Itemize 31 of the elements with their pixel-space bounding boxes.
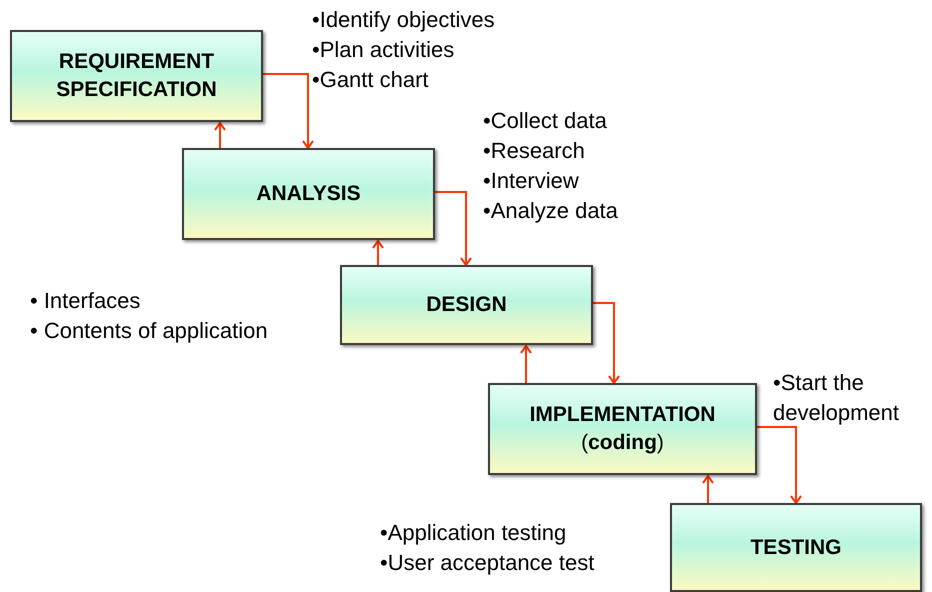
bullet-text: •Start the development <box>773 369 900 427</box>
process-box <box>182 148 435 240</box>
arrow <box>372 240 384 265</box>
arrow <box>263 73 314 149</box>
process-box <box>488 383 757 475</box>
bullet-text: •Analyze data <box>483 197 618 225</box>
bullet-text: •Plan activities <box>312 36 454 64</box>
bullet-text: •User acceptance test <box>380 549 594 577</box>
bullet-text: •Identify objectives <box>312 6 495 34</box>
arrow <box>702 475 714 503</box>
box-label: REQUIREMENT SPECIFICATION <box>55 49 218 103</box>
bullet-text: •Application testing <box>380 519 566 547</box>
process-box <box>670 503 922 592</box>
bullet-text: •Gantt chart <box>312 66 429 94</box>
bullet-text: • Interfaces <box>30 287 140 315</box>
bullet-text: •Research <box>483 137 585 165</box>
arrow <box>214 122 226 148</box>
bullet-text: •Collect data <box>483 107 607 135</box>
box-label: (coding) <box>581 430 664 456</box>
bullet-text: •Interview <box>483 167 579 195</box>
process-box <box>340 265 593 345</box>
arrow <box>435 191 472 266</box>
process-box <box>10 30 263 122</box>
box-label: DESIGN <box>426 292 507 318</box>
bullet-text: • Contents of application <box>30 317 268 345</box>
arrow <box>757 426 802 504</box>
box-label: TESTING <box>750 534 842 560</box>
arrow <box>593 302 620 384</box>
box-label: ANALYSIS <box>256 181 361 207</box>
arrow <box>520 345 532 383</box>
box-label: IMPLEMENTATION <box>530 402 716 428</box>
